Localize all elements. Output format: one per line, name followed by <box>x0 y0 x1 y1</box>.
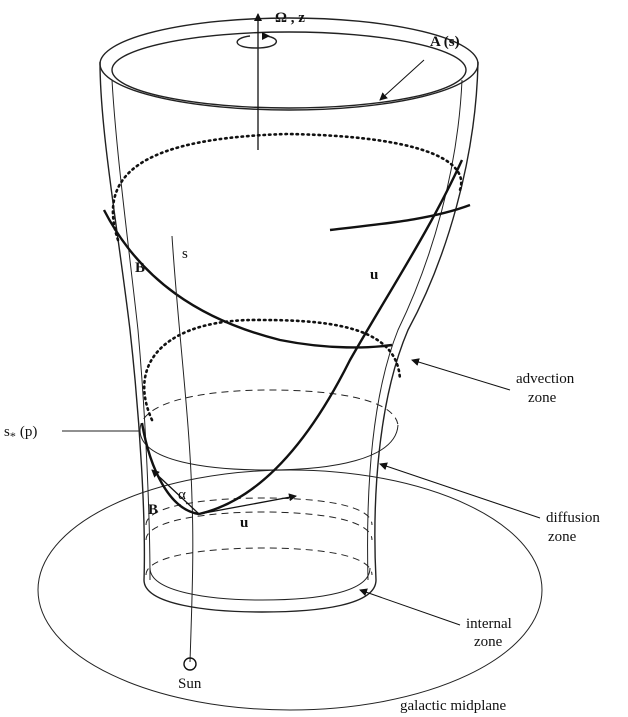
tube-left-wall <box>99 61 146 581</box>
lower-field-line-B <box>140 422 200 516</box>
top-rim-inner <box>111 31 467 109</box>
s-label: s <box>182 246 188 262</box>
s-star-label: s*(p) <box>4 424 37 443</box>
tube-right-inner-wall <box>367 79 463 581</box>
sun-marker <box>183 657 197 671</box>
advection-label-2: zone <box>528 390 557 406</box>
B-upper-label: B <box>135 260 145 276</box>
internal-ring-front-2 <box>149 567 371 601</box>
galactic-midplane-ellipse <box>37 469 543 711</box>
diffusion-ring-back-2 <box>145 511 373 541</box>
upper-field-line-front <box>102 209 393 349</box>
u-arrow <box>198 493 297 515</box>
diffusion-ring-back <box>145 497 373 526</box>
omega-z-label: Ω , z <box>275 10 305 26</box>
diffusion-leader <box>379 462 541 519</box>
rotation-arrow-head <box>262 32 270 40</box>
advection-ring-back <box>139 389 399 431</box>
internal-ring-front <box>143 579 377 613</box>
lower-flow-line-u <box>198 159 464 516</box>
tube-right-wall <box>374 61 479 581</box>
internal-label-1: internal <box>466 616 512 632</box>
u-upper-label: u <box>370 267 378 283</box>
B-arrow <box>151 469 200 515</box>
internal-leader <box>359 588 461 626</box>
upper-dotted-ring <box>111 132 463 242</box>
sun-label: Sun <box>178 676 202 692</box>
galactic-midplane-label: galactic midplane <box>400 698 507 714</box>
B-lower-label: B <box>148 502 158 518</box>
A-s-leader <box>379 59 425 101</box>
s-coordinate-line <box>171 235 194 663</box>
advection-ring-front <box>139 424 399 471</box>
internal-ring-back <box>145 547 373 576</box>
top-rim-outer <box>99 17 479 111</box>
diffusion-label-1: diffusion <box>546 510 600 526</box>
diffusion-label-2: zone <box>548 529 577 545</box>
rotation-arrow-icon <box>236 35 277 49</box>
middle-dotted-ring <box>142 318 402 422</box>
tube-left-inner-wall <box>111 79 151 581</box>
upper-field-line-back <box>329 203 471 232</box>
alpha-label: α <box>178 487 186 503</box>
advection-leader <box>411 358 511 391</box>
A-s-label: A (s) <box>430 34 460 50</box>
advection-label-1: advection <box>516 371 575 387</box>
u-lower-label: u <box>240 515 248 531</box>
internal-label-2: zone <box>474 634 503 650</box>
